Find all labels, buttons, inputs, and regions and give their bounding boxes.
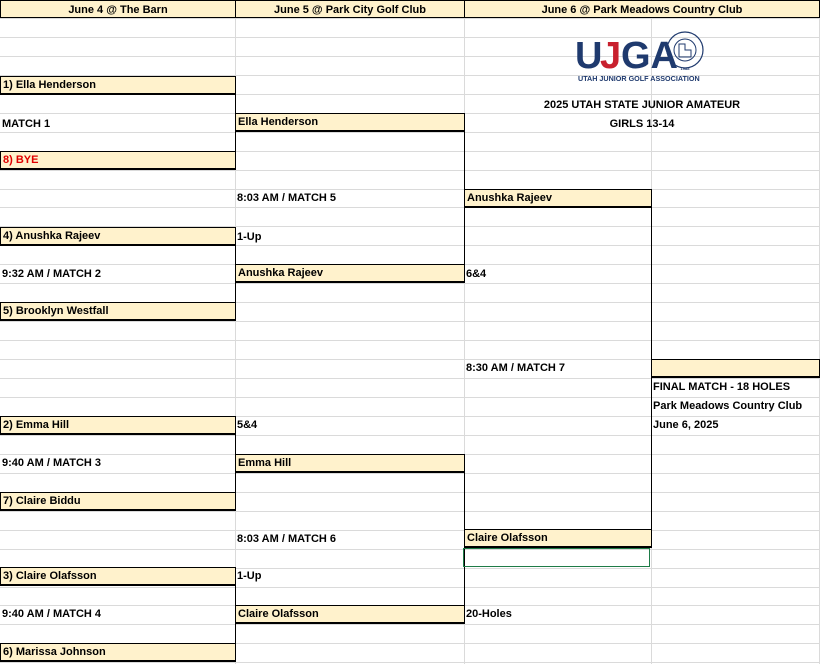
- gridline-row: [0, 378, 820, 379]
- gridline-row: [0, 397, 820, 398]
- r1-match3-bottom-player[interactable]: 7) Claire Biddu: [0, 492, 236, 511]
- r1-match1-top-player[interactable]: 1) Ella Henderson: [0, 76, 236, 95]
- gridline-column: [464, 0, 465, 664]
- r1-match1-label: MATCH 1: [2, 118, 51, 130]
- r3-match7-label: 8:30 AM / MATCH 7: [466, 362, 566, 374]
- r1-match4-top-player[interactable]: 3) Claire Olafsson: [0, 567, 236, 586]
- r2-winner-match1[interactable]: Ella Henderson: [235, 113, 465, 132]
- r1-match2-top-player[interactable]: 4) Anushka Rajeev: [0, 227, 236, 246]
- gridline-row: [0, 226, 820, 227]
- header-june-5: June 5 @ Park City Golf Club: [235, 0, 465, 18]
- r2-winner-match4[interactable]: Claire Olafsson: [235, 605, 465, 624]
- gridline-row: [0, 56, 820, 57]
- r1-match2-connector: [235, 245, 236, 321]
- gridline-row: [0, 170, 820, 171]
- gridline-row: [0, 94, 820, 95]
- r2-match6-label: 8:03 AM / MATCH 6: [237, 533, 337, 545]
- gridline-column: [235, 0, 236, 664]
- gridline-row: [0, 18, 820, 19]
- gridline-row: [0, 549, 820, 550]
- gridline-row: [0, 643, 820, 644]
- gridline-row: [0, 302, 820, 303]
- r3-match5-score: 6&4: [466, 268, 487, 280]
- event-division: GIRLS 13-14: [609, 118, 675, 130]
- r1-match2-label: 9:32 AM / MATCH 2: [2, 268, 102, 280]
- r3-winner-match6[interactable]: Claire Olafsson: [464, 529, 652, 548]
- gridline-row: [0, 662, 820, 663]
- gridline-row: [0, 283, 820, 284]
- final-match-date: June 6, 2025: [653, 419, 719, 431]
- gridline-row: [0, 511, 820, 512]
- svg-text:UTAH JUNIOR GOLF ASSOCIATION: UTAH JUNIOR GOLF ASSOCIATION: [578, 74, 700, 83]
- gridline-row: [0, 359, 820, 360]
- r2-match2-score: 1-Up: [237, 231, 262, 243]
- gridline-row: [0, 340, 820, 341]
- gridline-row: [0, 321, 820, 322]
- r1-match3-label: 9:40 AM / MATCH 3: [2, 457, 102, 469]
- gridline-row: [0, 75, 820, 76]
- r1-match2-bottom-player[interactable]: 5) Brooklyn Westfall: [0, 302, 236, 321]
- selected-cell[interactable]: [463, 548, 650, 567]
- gridline-row: [0, 587, 820, 588]
- r2-match5-label: 8:03 AM / MATCH 5: [237, 192, 337, 204]
- gridline-row: [0, 530, 820, 531]
- svg-text:U: U: [575, 35, 601, 77]
- header-june-4: June 4 @ The Barn: [0, 0, 236, 18]
- final-champion-slot[interactable]: [651, 359, 820, 378]
- gridline-row: [0, 189, 820, 190]
- gridline-row: [0, 473, 820, 474]
- gridline-row: [0, 416, 820, 417]
- final-match-venue: Park Meadows Country Club: [653, 400, 803, 412]
- gridline-row: [0, 132, 820, 133]
- r1-match1-connector: [235, 94, 236, 170]
- ujga-logo-graphic: U J GA 1988 UTAH JUNIOR GOLF ASSOCIATION: [575, 31, 704, 83]
- gridline-row: [0, 624, 820, 625]
- r1-match4-bottom-player[interactable]: 6) Marissa Johnson: [0, 643, 236, 662]
- gridline-row: [0, 207, 820, 208]
- event-title: 2025 UTAH STATE JUNIOR AMATEUR: [543, 99, 741, 111]
- r2-match3-score: 5&4: [237, 419, 258, 431]
- gridline-row: [0, 245, 820, 246]
- header-june-6: June 6 @ Park Meadows Country Club: [464, 0, 820, 18]
- gridline-row: [0, 151, 820, 152]
- r3-winner-match5[interactable]: Anushka Rajeev: [464, 189, 652, 208]
- final-match-format: FINAL MATCH - 18 HOLES: [653, 381, 791, 393]
- r1-match4-label: 9:40 AM / MATCH 4: [2, 608, 102, 620]
- ujga-logo: U J GA 1988 UTAH JUNIOR GOLF ASSOCIATION: [575, 28, 710, 86]
- r2-winner-match3[interactable]: Emma Hill: [235, 454, 465, 473]
- gridline-row: [0, 568, 820, 569]
- svg-text:J: J: [600, 35, 621, 77]
- r2-winner-match2[interactable]: Anushka Rajeev: [235, 264, 465, 283]
- r1-match3-top-player[interactable]: 2) Emma Hill: [0, 416, 236, 435]
- gridline-row: [0, 37, 820, 38]
- r3-match6-score: 20-Holes: [466, 608, 512, 620]
- gridline-row: [0, 492, 820, 493]
- r2-match4-score: 1-Up: [237, 570, 262, 582]
- gridline-row: [0, 435, 820, 436]
- svg-text:1988: 1988: [681, 66, 691, 71]
- r1-match1-bottom-player[interactable]: 8) BYE: [0, 151, 236, 170]
